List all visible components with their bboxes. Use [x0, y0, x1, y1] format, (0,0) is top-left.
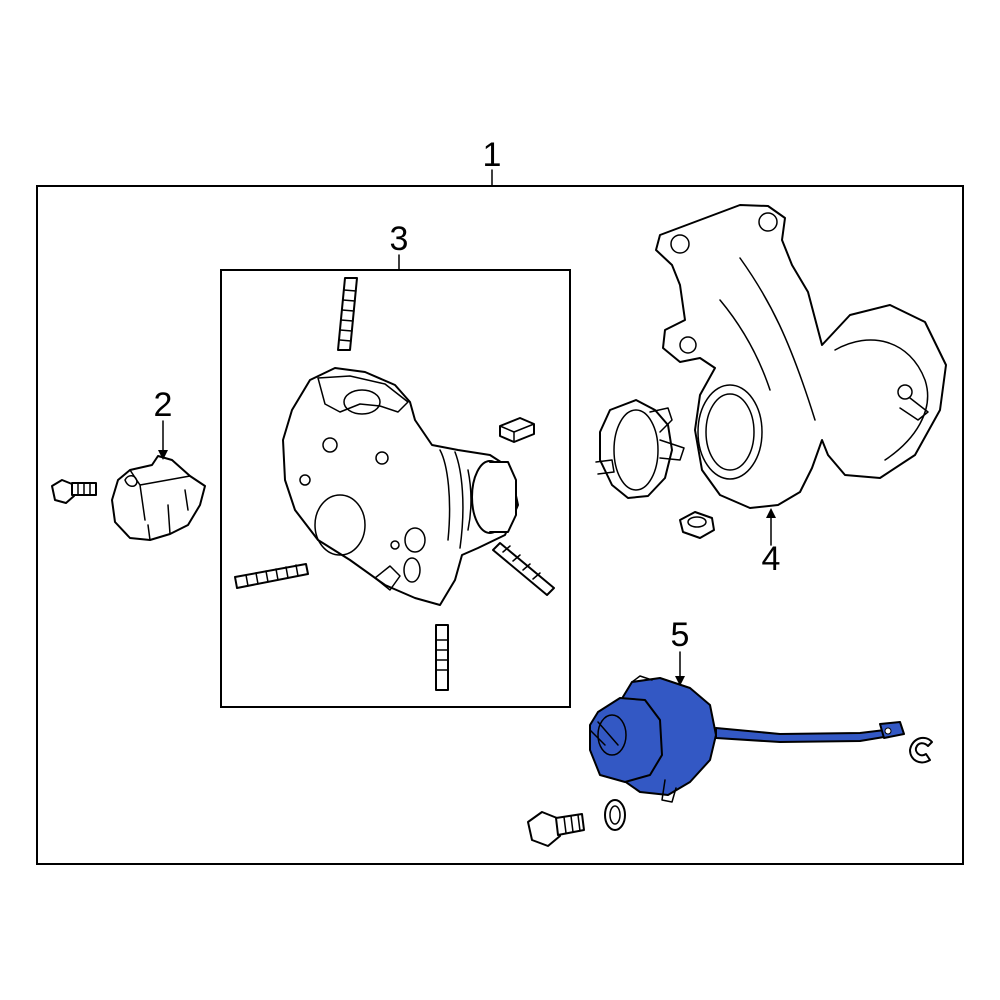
clip [909, 736, 933, 764]
part-5-wastegate-actuator [589, 675, 905, 803]
subassembly-frame [220, 269, 571, 708]
assembly-frame [36, 185, 964, 865]
stud-bottom [435, 624, 449, 691]
stud-top [337, 277, 358, 351]
bolt-left [51, 479, 97, 504]
callout-1: 1 [483, 136, 502, 174]
callout-2-arrow [158, 450, 168, 460]
callout-4-arrow [766, 508, 776, 518]
callout-4: 4 [762, 540, 781, 578]
part-2-sensor [111, 455, 206, 541]
part-3-housing [282, 367, 519, 606]
callout-5-arrow [675, 676, 685, 686]
nut [679, 511, 715, 539]
callout-2: 2 [154, 386, 173, 424]
callout-5: 5 [671, 616, 690, 654]
v-band-clamp [595, 399, 685, 499]
bolt-bottom [527, 811, 585, 847]
washer [604, 799, 626, 831]
key-block [499, 417, 535, 443]
stud-right [492, 542, 555, 596]
stud-left [234, 563, 309, 589]
callout-3: 3 [390, 220, 409, 258]
part-4-outlet-elbow [655, 204, 947, 509]
